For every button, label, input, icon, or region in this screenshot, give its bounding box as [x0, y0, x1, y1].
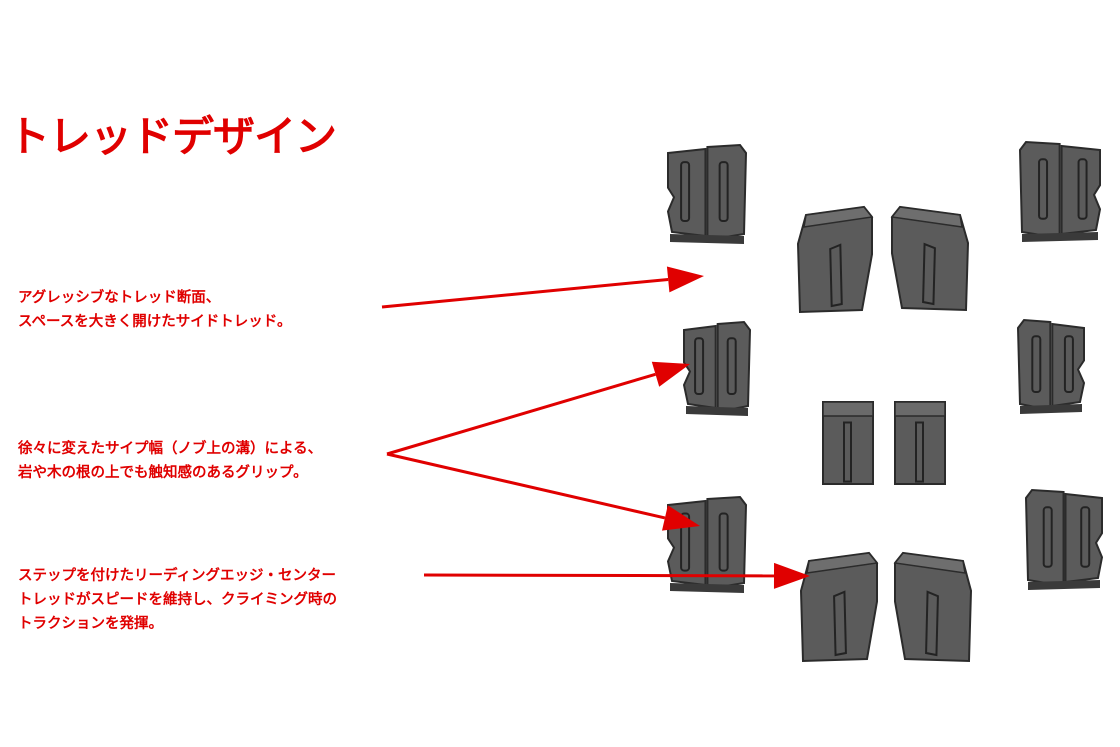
lug-top-face	[894, 401, 946, 417]
sipe-groove	[1038, 158, 1049, 220]
side-lug	[1016, 318, 1086, 414]
callout-arrow	[423, 562, 810, 589]
lug-top-face	[803, 206, 874, 228]
mid-lug	[890, 205, 970, 312]
sipe-groove	[833, 590, 847, 657]
callout-sipe-width: 徐々に変えたサイプ幅（ノブ上の溝）による、 岩や木の根の上でも触知感のあるグリッ…	[18, 437, 322, 485]
sipe-groove	[1063, 335, 1074, 394]
sipe-groove	[1080, 506, 1091, 568]
sipe-groove	[829, 243, 843, 308]
lug-block	[716, 320, 752, 414]
lug-side	[670, 583, 744, 593]
sipe-groove	[694, 337, 705, 396]
arrow-shaft	[386, 452, 666, 520]
sipe-groove	[925, 590, 939, 657]
lug-side	[686, 406, 748, 416]
side-lug	[1018, 140, 1102, 242]
mid-lug	[796, 205, 874, 314]
sipe-groove	[1031, 335, 1042, 394]
lug-side	[1020, 404, 1082, 414]
callout-line: 岩や木の根の上でも触知感のあるグリップ。	[18, 465, 308, 481]
arrow-shaft	[386, 372, 656, 456]
center-lug	[822, 401, 874, 485]
lug-block	[1064, 492, 1104, 584]
callout-arrow	[386, 452, 700, 531]
sipe-groove	[915, 421, 924, 483]
arrow-head	[773, 562, 810, 589]
lug-side	[1022, 232, 1098, 242]
lug-top-face	[822, 401, 874, 417]
callout-arrow	[381, 266, 704, 309]
arrow-shaft	[381, 277, 669, 309]
arrow-head	[666, 266, 704, 293]
lug-block	[1060, 144, 1102, 236]
callout-line: トレッドがスピードを維持し、クライミング時の	[18, 592, 337, 608]
side-lug	[682, 320, 752, 416]
side-lug	[666, 143, 748, 244]
lug-top-face	[890, 206, 963, 228]
arrow-head	[651, 361, 690, 387]
sipe-groove	[718, 512, 729, 572]
arrow-head	[662, 505, 700, 531]
sipe-groove	[1077, 158, 1088, 220]
sipe-groove	[680, 512, 691, 572]
callout-arrow	[386, 361, 690, 456]
arrow-shaft	[423, 573, 775, 578]
lug-side	[1028, 580, 1100, 590]
sipe-groove	[680, 161, 691, 223]
mid-lug	[799, 551, 879, 663]
side-lug	[1024, 488, 1104, 590]
sipe-groove	[843, 421, 852, 483]
sipe-groove	[1042, 506, 1053, 568]
callout-tread-profile: アグレッシブなトレッド断面、 スペースを大きく開けたサイドトレッド。	[18, 286, 291, 334]
callout-line: トラクションを発揮。	[18, 616, 163, 632]
sipe-groove	[726, 337, 737, 396]
callout-line: スペースを大きく開けたサイドトレッド。	[18, 314, 292, 330]
page-title: トレッドデザイン	[8, 112, 337, 161]
callout-line: 徐々に変えたサイプ幅（ノブ上の溝）による、	[18, 441, 323, 457]
callout-line: アグレッシブなトレッド断面、	[18, 290, 221, 306]
lug-block	[666, 147, 707, 238]
lug-block	[1016, 318, 1052, 412]
callout-leading-edge: ステップを付けたリーディングエッジ・センター トレッドがスピードを維持し、クライ…	[18, 564, 337, 636]
lug-side	[670, 234, 744, 244]
callout-line: ステップを付けたリーディングエッジ・センター	[18, 568, 336, 584]
lug-block	[1024, 488, 1065, 588]
mid-lug	[893, 551, 973, 663]
lug-top-face	[893, 552, 966, 574]
lug-top-face	[806, 552, 879, 574]
sipe-groove	[922, 242, 936, 306]
sipe-groove	[718, 161, 729, 223]
lug-block	[1051, 322, 1086, 408]
center-lug	[894, 401, 946, 485]
